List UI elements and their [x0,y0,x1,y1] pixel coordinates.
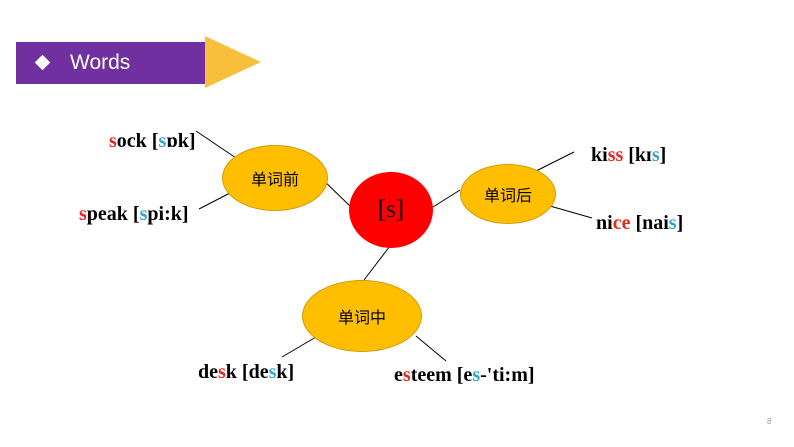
kiss-bracket: ] [659,144,667,166]
line-middle-desk [281,336,317,358]
speak-s: s [79,203,87,225]
esteem-middle: teem [e [410,364,473,386]
desk-end: k] [276,361,295,383]
esteem-s: s [402,364,411,386]
node-after-label: 单词后 [483,186,532,205]
node-before: 单词前 [222,145,328,211]
line-center-middle [363,245,391,281]
nice-phonetic-s: s [668,212,677,234]
speak-phonetic-rest: pi:k] [147,203,189,225]
kiss-phonetic: [kɪ [623,144,652,166]
line-after-kiss [535,151,575,172]
word-esteem: esteem [es-'ti:m] [394,363,535,387]
esteem-end: -'ti:m] [480,364,535,386]
page-number: 8 [767,417,772,426]
sock-s: s [109,130,117,152]
sock-rest: ock [ [116,130,159,152]
sock-phonetic-rest: ɒk] [166,130,196,152]
speak-phonetic-s: s [139,203,148,225]
desk-phonetic-s: s [268,361,277,383]
node-after: 单词后 [460,164,556,224]
word-sock: sock [sɒk] [109,129,196,153]
word-speak: speak [spi:k] [79,202,189,226]
line-before-speak [198,191,233,210]
nice-phonetic: [nai [630,212,669,234]
node-middle-label: 单词中 [337,308,386,327]
kiss-phonetic-s: s [651,144,660,166]
line-center-after [432,189,461,208]
sock-phonetic-s: s [158,130,167,152]
kiss-ss: ss [607,144,624,166]
word-desk: desk [desk] [198,360,294,384]
node-middle: 单词中 [302,280,422,352]
section-title: Words [70,51,131,74]
nice-ce: ce [612,212,631,234]
desk-s: s [218,361,226,383]
esteem-start: e [394,364,403,386]
line-before-sock [195,130,237,159]
nice-bracket: ] [676,212,684,234]
line-middle-esteem [415,335,447,362]
nice-start: ni [596,212,613,234]
desk-start: de [198,361,218,383]
desk-middle: k [de [225,361,269,383]
node-before-label: 单词前 [250,170,299,189]
speak-rest: peak [ [86,203,140,225]
center-sound-circle: [s] [349,172,433,248]
center-sound-label: [s] [377,196,405,223]
esteem-phonetic-s: s [472,364,481,386]
word-nice: nice [nais] [596,211,683,235]
banner-arrow-icon [205,36,261,88]
word-kiss: kiss [kɪs] [591,143,666,167]
kiss-start: ki [591,144,608,166]
